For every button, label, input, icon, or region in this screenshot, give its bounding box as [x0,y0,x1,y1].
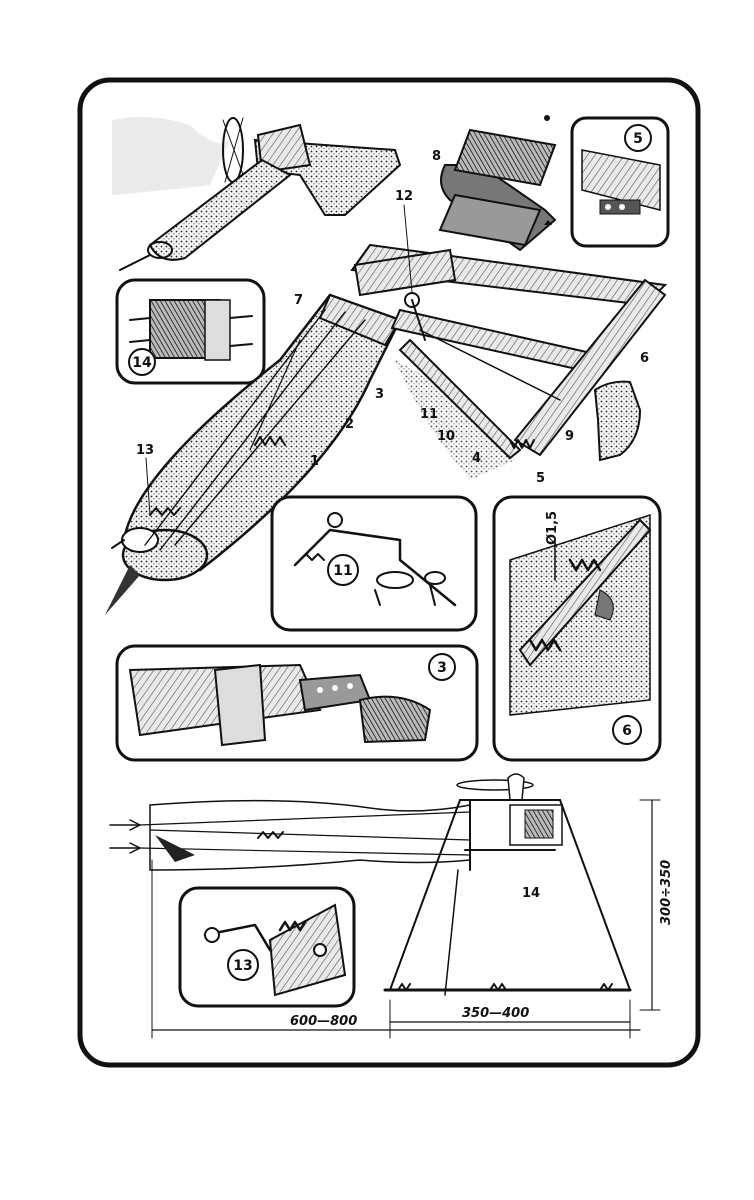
inset-14: 14 [115,278,266,385]
inset-3-number: 3 [437,660,447,676]
inset-13: 13 [178,886,356,1008]
plan-view [109,773,661,1039]
callout-4: 4 [472,451,481,466]
main-assembly [105,243,668,615]
callout-1: 1 [310,454,319,469]
callout-13: 13 [136,443,154,458]
hatchet-illustration [112,116,402,271]
inset-14-number: 14 [132,355,152,371]
callout-7: 7 [294,293,303,308]
callout-8: 8 [432,149,441,164]
callout-12: 12 [395,189,413,204]
callout-11: 11 [420,407,438,422]
callout-6: 6 [640,351,649,366]
inset-6-number: 6 [622,723,632,739]
inset-5: 5 [570,116,670,248]
inset-3: 3 [115,644,479,762]
bracket-part-8 [438,115,557,252]
inset-11-number: 11 [333,563,352,579]
dim-height: 300÷350 [659,860,674,925]
inset-11: 11 [270,495,478,632]
dim-width: 350—400 [462,1006,529,1021]
callout-2: 2 [345,417,354,432]
callout-5: 5 [536,471,545,486]
dim-length: 600—800 [290,1014,357,1029]
callout-10: 10 [437,429,455,444]
inset-13-number: 13 [233,958,252,974]
inset-6-diameter: Ø1,5 [545,511,560,545]
inset-6: Ø1,5 6 [492,495,662,762]
callout-9: 9 [565,429,574,444]
plan-label-14: 14 [522,886,540,901]
inset-5-number: 5 [633,131,643,147]
callout-3: 3 [375,387,384,402]
